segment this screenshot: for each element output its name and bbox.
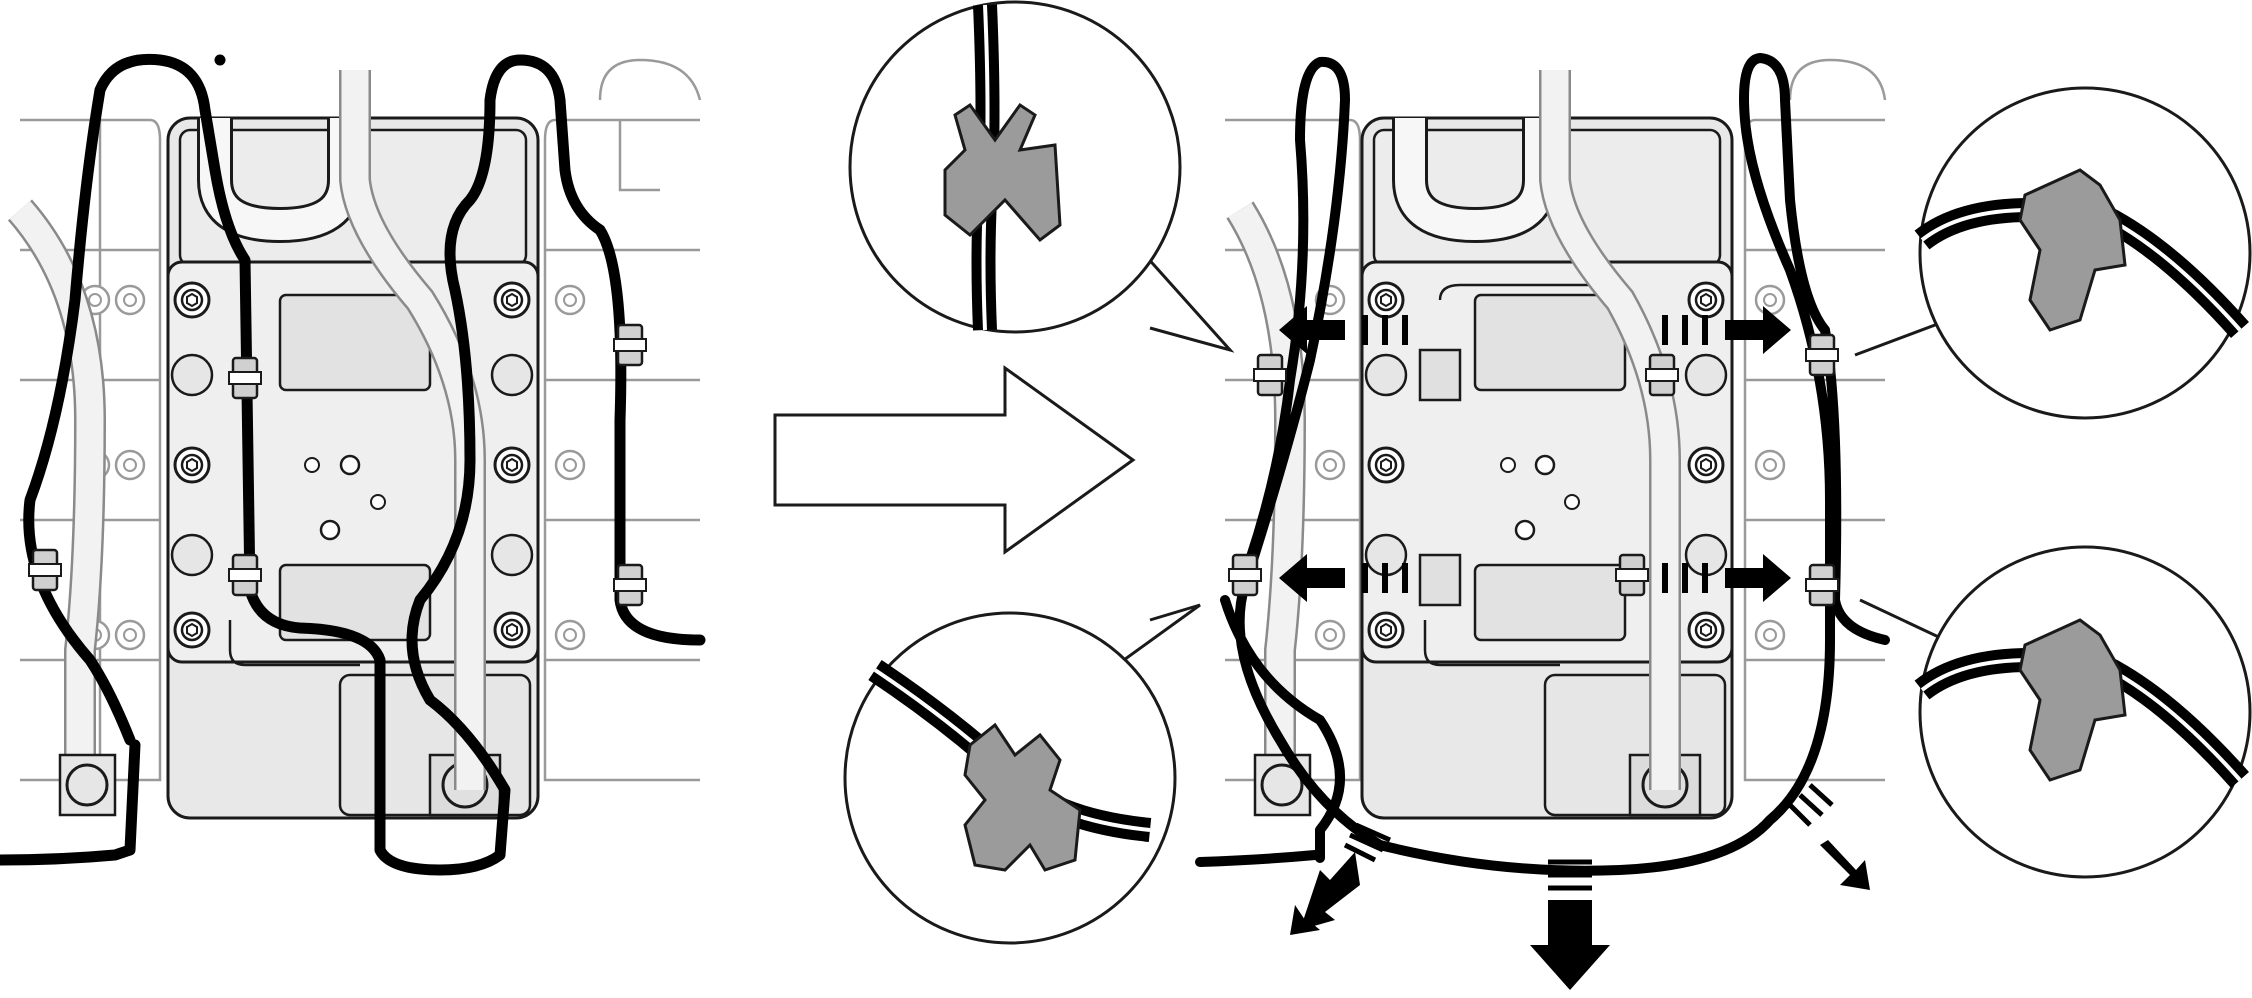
clip-detail-right-top xyxy=(1854,86,2252,420)
cables-before xyxy=(0,53,706,876)
before-routing-panel xyxy=(0,53,706,876)
adjacent-frame-right-after xyxy=(1743,58,1887,782)
arrow-down-icon xyxy=(1530,859,1610,990)
clip-detail-bottom xyxy=(843,603,1201,945)
cables-after xyxy=(1195,53,1890,876)
clip-detail-top xyxy=(848,0,1235,353)
arrow-down-left-icon xyxy=(1290,822,1392,935)
arrow-right-small-icon xyxy=(1662,306,1791,602)
arrow-down-right-icon xyxy=(1788,783,1870,890)
cold-plate-left xyxy=(166,116,540,820)
arrow-left-icon xyxy=(1279,306,1408,602)
arrow-right-icon xyxy=(773,365,1136,555)
clip-detail-right-bottom xyxy=(1859,545,2252,879)
after-routing-panel xyxy=(1195,53,1890,990)
